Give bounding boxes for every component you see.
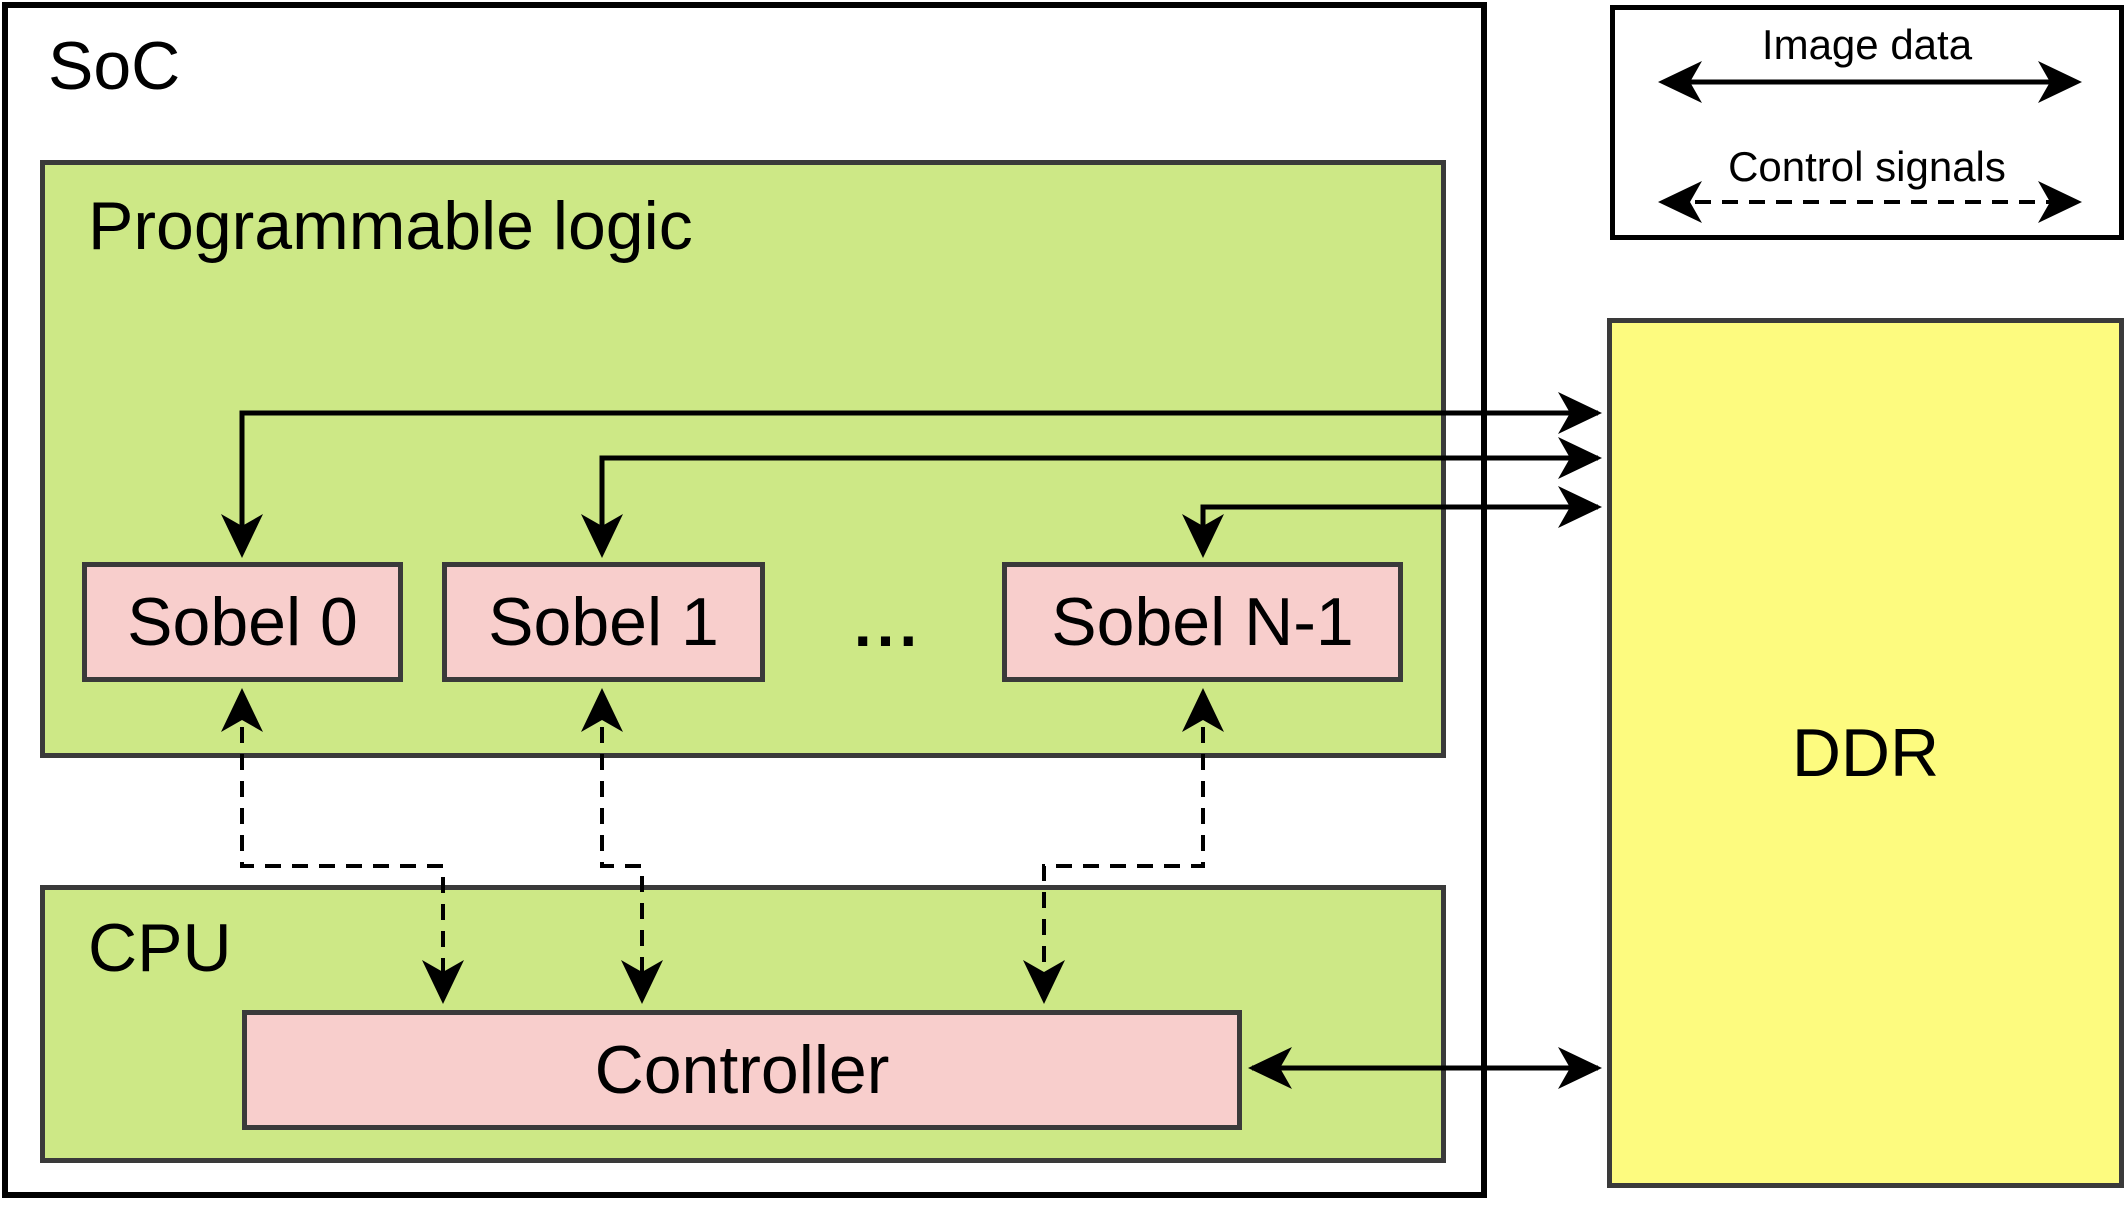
sobel-1-label: Sobel 1: [488, 584, 719, 660]
arrowhead-into-ddr-4: [1558, 1047, 1602, 1089]
sobel-0-label: Sobel 0: [127, 584, 358, 660]
programmable-logic-label: Programmable logic: [88, 188, 693, 264]
cpu-label: CPU: [88, 910, 232, 986]
controller-block: Controller: [242, 1010, 1242, 1130]
arrowhead-into-ddr-2: [1558, 437, 1602, 479]
ddr-block: DDR: [1607, 318, 2124, 1188]
arrowhead-into-ddr-3: [1558, 486, 1602, 528]
ddr-label: DDR: [1791, 715, 1940, 791]
sobel-n-1-label: Sobel N-1: [1051, 584, 1354, 660]
sobel-1-block: Sobel 1: [442, 562, 765, 682]
sobel-n-1-block: Sobel N-1: [1002, 562, 1403, 682]
arrowhead-into-ddr-1: [1558, 392, 1602, 434]
soc-label: SoC: [48, 28, 181, 104]
sobel-0-block: Sobel 0: [82, 562, 403, 682]
legend-control-signals-label: Control signals: [1728, 143, 2006, 190]
legend-image-data-label: Image data: [1761, 21, 1973, 68]
sobel-ellipsis: ...: [853, 588, 923, 660]
controller-label: Controller: [594, 1032, 890, 1108]
